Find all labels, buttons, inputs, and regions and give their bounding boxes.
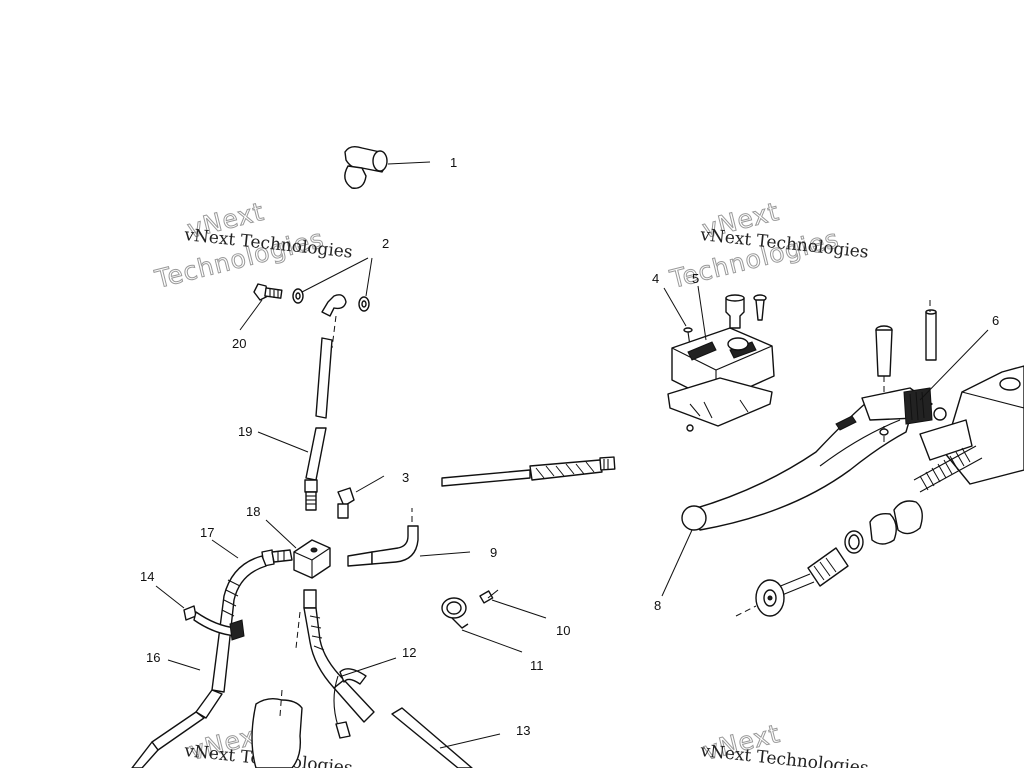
callout-2: 2 (382, 236, 389, 251)
callout-1: 1 (450, 155, 457, 170)
piston-spring-assembly (735, 426, 983, 617)
callout-11: 11 (530, 658, 544, 673)
part-6-switch (903, 329, 989, 425)
part-12-right-hose (295, 589, 397, 739)
callout-4: 4 (652, 271, 659, 286)
callout-16: 16 (146, 650, 160, 665)
callout-14: 14 (140, 569, 154, 584)
cover-screw-2 (753, 294, 767, 321)
part-3-bleeder-valve (337, 475, 385, 519)
callout-6: 6 (992, 313, 999, 328)
callout-13: 13 (516, 723, 530, 738)
part-8-brake-lever (661, 387, 933, 597)
part-13-lower-hose (391, 707, 501, 768)
callout-9: 9 (490, 545, 497, 560)
callout-19: 19 (238, 424, 252, 439)
part-18-junction-block (265, 519, 331, 579)
callout-10: 10 (556, 623, 570, 638)
callout-12: 12 (402, 645, 416, 660)
lever-bolt (925, 300, 937, 361)
master-cylinder-body (919, 365, 1024, 485)
reservoir-plug (725, 294, 745, 329)
callout-20: 20 (232, 336, 246, 351)
callout-18: 18 (246, 504, 260, 519)
part-2-washers (292, 257, 373, 317)
part-11-hose-clamp (441, 597, 523, 653)
part-1-tee-fitting (344, 145, 431, 189)
part-14-hose-clip (155, 585, 245, 641)
part-19-brake-line (257, 315, 337, 511)
watermark-bottom-right: vNext vNext Technologies (698, 718, 869, 768)
caliper-bracket (251, 689, 303, 768)
callout-3: 3 (402, 470, 409, 485)
part-5-reservoir-cover (667, 285, 775, 432)
part-9-rear-hose (347, 456, 616, 567)
callout-5: 5 (692, 271, 699, 286)
callout-8: 8 (654, 598, 661, 613)
part-4-cover-screw (663, 287, 693, 347)
part-10-clamp-screw (479, 589, 547, 619)
watermark-top-left: vNext Technologies vNext Technologies (151, 196, 354, 294)
callout-labels: 1 2 3 4 5 6 8 9 10 11 12 13 14 16 17 18 … (140, 155, 999, 738)
svg-text:vNext Technologies: vNext Technologies (698, 741, 869, 768)
part-20-banjo-bolt (239, 283, 283, 331)
callout-17: 17 (200, 525, 214, 540)
part-16-left-hose (131, 555, 267, 768)
